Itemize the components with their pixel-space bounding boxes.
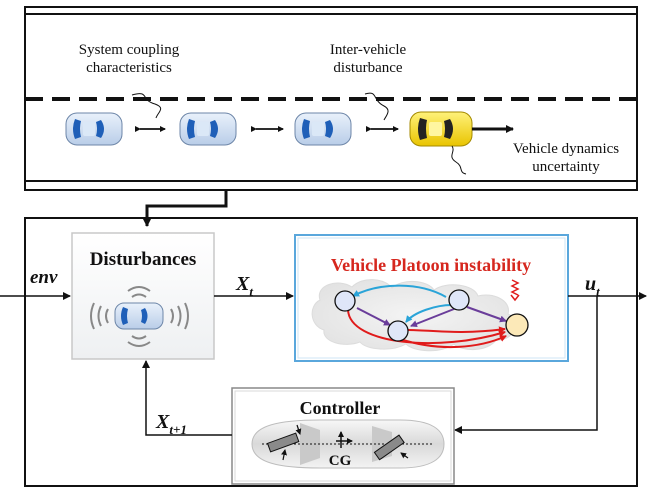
next-state-label: Xt+1 xyxy=(155,411,187,437)
system-panel xyxy=(24,217,638,487)
lead-car xyxy=(409,111,473,147)
platoon-title: Vehicle Platoon instability xyxy=(331,255,531,275)
road-panel xyxy=(24,6,638,191)
blue-edge-mid xyxy=(405,304,453,323)
coupling-label-line2: characteristics xyxy=(86,60,172,76)
disturbances-title: Disturbances xyxy=(90,249,197,270)
dynamics-label-line2: uncertainty xyxy=(532,159,600,175)
platoon-node-2 xyxy=(387,320,409,342)
intervehicle-label-line1: Inter-vehicle xyxy=(330,42,407,58)
purple-edge-1 xyxy=(356,307,391,326)
follower-car-3 xyxy=(294,112,352,146)
feedback-to-disturbances-arrow xyxy=(142,360,232,436)
control-label: ut xyxy=(585,273,600,299)
purple-edge-3 xyxy=(466,306,507,323)
dynamics-callout-line xyxy=(451,145,467,175)
controller-block: Controller CG xyxy=(231,387,455,485)
follower-car-2 xyxy=(179,112,237,146)
follower-car-1 xyxy=(65,112,123,146)
signal-waves-icon xyxy=(90,286,189,347)
dynamics-label-line1: Vehicle dynamics xyxy=(513,141,619,157)
platoon-instability-block: Vehicle Platoon instability xyxy=(294,234,569,362)
coupling-label-line1: System coupling xyxy=(79,42,180,58)
red-edge-2 xyxy=(399,335,507,349)
cg-label: CG xyxy=(329,453,352,469)
controller-title: Controller xyxy=(300,398,381,418)
red-edge-1 xyxy=(347,309,506,345)
blue-edge-top xyxy=(352,284,447,298)
platoon-node-1 xyxy=(334,290,356,312)
control-feedback-arrow xyxy=(454,296,598,434)
intervehicle-label-line2: disturbance xyxy=(333,60,402,76)
env-label: env xyxy=(30,267,58,288)
platoon-node-3 xyxy=(448,289,470,311)
intervehicle-callout-line xyxy=(364,92,389,121)
disturbance-car-icon xyxy=(114,302,164,330)
disturbances-block: Disturbances xyxy=(71,232,215,360)
coupling-callout-line xyxy=(131,93,162,119)
red-edge-3 xyxy=(407,326,506,334)
purple-edge-2 xyxy=(410,308,455,328)
road-to-system-arrow xyxy=(143,190,228,227)
platoon-node-4 xyxy=(505,313,529,337)
controller-car-icon xyxy=(251,419,445,469)
state-label: Xt xyxy=(235,273,253,299)
instability-squiggle-icon xyxy=(510,279,520,296)
